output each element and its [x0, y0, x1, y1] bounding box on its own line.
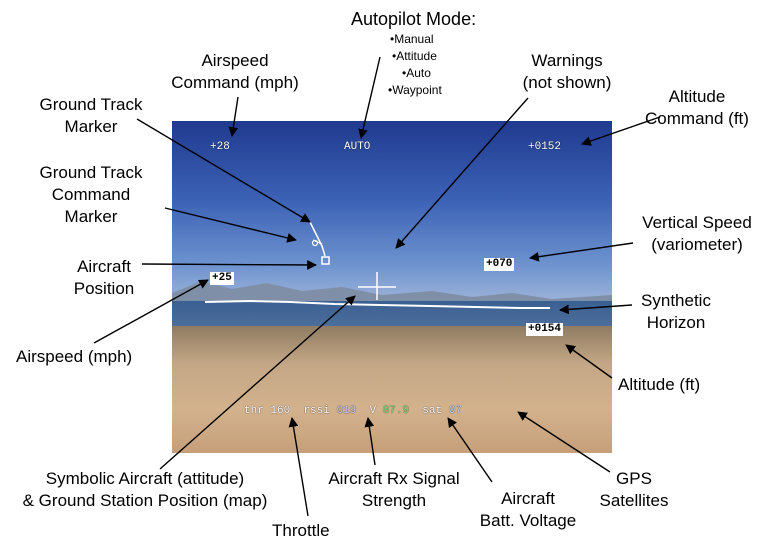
hud-rssi-label: rssi: [303, 405, 330, 417]
gps-satellites-label-line2: Satellites: [599, 491, 669, 510]
aircraft-position-marker: [321, 256, 330, 265]
warnings-label-line2: (not shown): [522, 73, 612, 92]
warnings-label: Warnings (not shown): [502, 50, 632, 94]
synthetic-horizon-label-line1: Synthetic: [641, 291, 711, 310]
mode-auto-label: •Auto: [402, 66, 431, 80]
rx-signal-label: Aircraft Rx Signal Strength: [306, 468, 482, 512]
beach: [172, 326, 612, 453]
battery-voltage-label-line2: Batt. Voltage: [479, 511, 577, 530]
sky: [172, 121, 612, 301]
ground-track-marker: [309, 221, 326, 257]
battery-voltage-label-line1: Aircraft: [501, 489, 555, 508]
hud-video-frame: +28 AUTO +0152 +25 +070 +0154 thr 160 rs…: [172, 121, 612, 453]
airspeed-command-label-line2: Command (mph): [171, 73, 299, 92]
rx-signal-label-line2: Strength: [361, 491, 427, 510]
synthetic-horizon-line: [204, 299, 550, 309]
battery-voltage-label: Aircraft Batt. Voltage: [464, 488, 592, 532]
aircraft-position-label: Aircraft Position: [60, 256, 148, 300]
gps-satellites-label: GPS Satellites: [590, 468, 678, 512]
mode-manual-label: •Manual: [390, 32, 434, 46]
hud-airspeed-box: +25: [210, 272, 234, 285]
hud-altitude-command: +0152: [528, 141, 562, 153]
symbolic-aircraft-label-line1: Symbolic Aircraft (attitude): [45, 469, 245, 488]
hud-autopilot-mode: AUTO: [344, 141, 371, 153]
hud-volt-value: 07.9: [382, 405, 410, 417]
vertical-speed-label-line1: Vertical Speed: [642, 213, 752, 232]
hud-thr-value: 160: [270, 405, 291, 417]
hud-status-bar: thr 160 rssi 019 V 07.9 sat 07: [244, 405, 462, 417]
hud-airspeed-command: +28: [210, 141, 230, 153]
airspeed-command-label: Airspeed Command (mph): [160, 50, 310, 94]
throttle-label: Throttle: [272, 521, 330, 540]
hud-vertical-speed-box: +070: [484, 258, 515, 271]
synthetic-horizon-label: Synthetic Horizon: [628, 290, 724, 334]
ground-track-command-label-line3: Marker: [64, 207, 118, 226]
mode-attitude-label: •Attitude: [392, 49, 437, 63]
autopilot-mode-title: Autopilot Mode:: [351, 9, 477, 29]
hud-altitude-box: +0154: [526, 323, 564, 336]
callout-arrows: [93, 56, 661, 517]
vertical-speed-label: Vertical Speed (variometer): [628, 212, 766, 256]
mode-waypoint-label: •Waypoint: [388, 83, 442, 97]
altitude-command-label-line2: Command (ft): [645, 109, 749, 128]
ground-track-command-label: Ground Track Command Marker: [30, 162, 152, 228]
hud-volt-label: V: [369, 405, 377, 417]
airspeed-command-label-line1: Airspeed: [201, 51, 269, 70]
gps-satellites-label-line1: GPS: [616, 469, 652, 488]
vertical-speed-label-line2: (variometer): [651, 235, 743, 254]
ground-track-marker-label: Ground Track Marker: [30, 94, 152, 138]
aircraft-position-label-line2: Position: [73, 279, 135, 298]
altitude-label: Altitude (ft): [618, 375, 701, 394]
ground-track-marker-label-line1: Ground Track: [39, 95, 143, 114]
altitude-command-label-line1: Altitude: [668, 87, 726, 106]
hud-sat-label: sat: [422, 405, 443, 417]
ground-track-marker-label-line2: Marker: [64, 117, 118, 136]
synthetic-horizon-label-line2: Horizon: [646, 313, 706, 332]
ground-track-command-marker: [311, 239, 319, 247]
symbolic-aircraft-label-line2: & Ground Station Position (map): [22, 491, 268, 510]
hud-rssi-value: 019: [336, 405, 357, 417]
aircraft-position-label-line1: Aircraft: [77, 257, 131, 276]
ground-track-command-label-line2: Command: [51, 185, 131, 204]
altitude-command-label: Altitude Command (ft): [634, 86, 760, 130]
hud-thr-label: thr: [244, 405, 264, 417]
symbolic-aircraft-label: Symbolic Aircraft (attitude) & Ground St…: [0, 468, 290, 512]
ground-track-command-label-line1: Ground Track: [39, 163, 143, 182]
rx-signal-label-line1: Aircraft Rx Signal: [328, 469, 460, 488]
hud-sat-value: 07: [448, 405, 462, 417]
warnings-label-line1: Warnings: [531, 51, 603, 70]
airspeed-label: Airspeed (mph): [16, 347, 133, 366]
symbolic-aircraft-crosshair: [358, 272, 396, 300]
